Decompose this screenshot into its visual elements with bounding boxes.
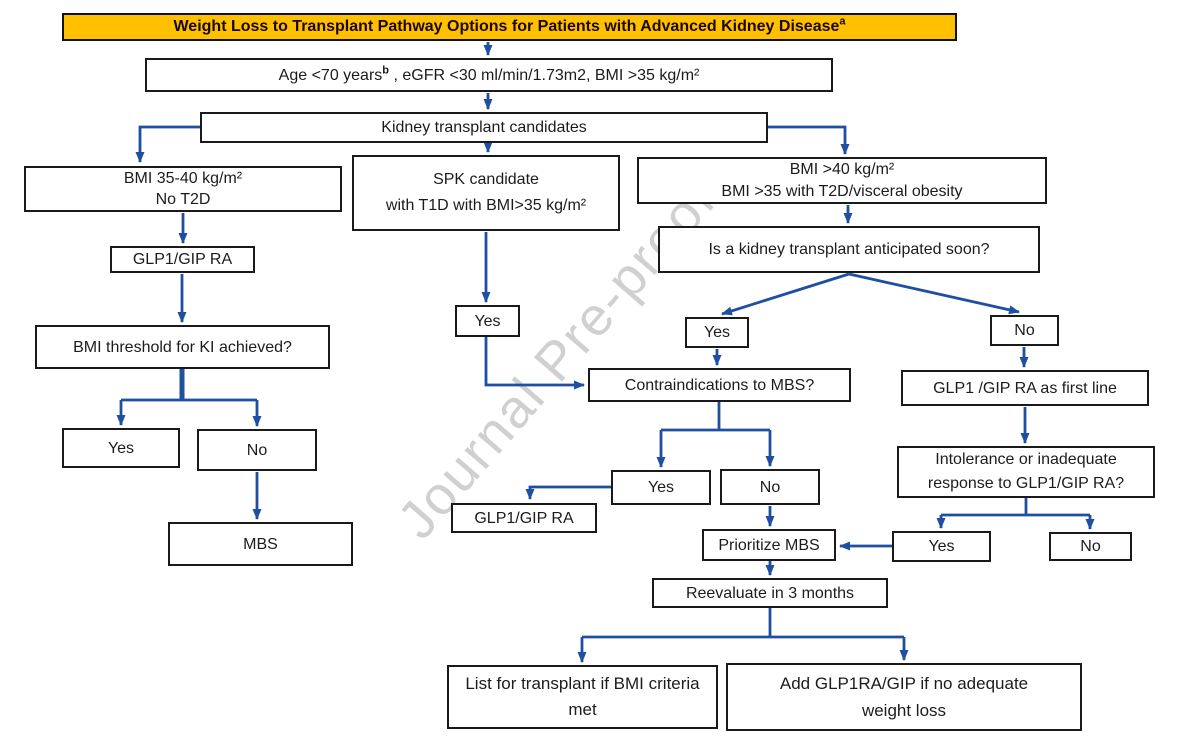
node-yes-contra-label: Yes	[647, 479, 675, 496]
node-transplant-anticipated: Is a kidney transplant anticipated soon?	[658, 226, 1040, 273]
node-mbs: MBS	[168, 522, 353, 566]
node-age-criteria-label: Age <70 yearsb , eGFR <30 ml/min/1.73m2,…	[278, 64, 700, 84]
node-list-transplant-line2: met	[568, 700, 597, 719]
node-glp1-first-line-label: GLP1 /GIP RA as first line	[933, 379, 1117, 397]
node-bmi-threshold: BMI threshold for KI achieved?	[35, 325, 330, 369]
node-reevaluate-label: Reevaluate in 3 months	[685, 584, 855, 602]
arrow-anticipated-no	[848, 272, 1020, 315]
node-transplant-anticipated-label: Is a kidney transplant anticipated soon?	[708, 241, 990, 258]
node-bmi-threshold-label: BMI threshold for KI achieved?	[73, 338, 292, 356]
arrow-candidates-to-bmi40	[768, 125, 850, 155]
node-bmi-35-40-line2: No T2D	[155, 191, 211, 208]
node-bmi-40-line2: BMI >35 with T2D/visceral obesity	[721, 182, 963, 200]
node-age-criteria: Age <70 yearsb , eGFR <30 ml/min/1.73m2,…	[145, 58, 833, 92]
node-spk-line1: SPK candidate	[433, 171, 539, 188]
node-glp1-gip-ra-2: GLP1/GIP RA	[451, 503, 597, 533]
node-bmi-35-40: BMI 35-40 kg/m² No T2D	[24, 166, 342, 212]
node-yes-threshold-label: Yes	[107, 439, 135, 457]
node-glp1-first-line: GLP1 /GIP RA as first line	[901, 370, 1149, 406]
node-prioritize-mbs-label: Prioritize MBS	[718, 536, 820, 554]
node-glp1-gip-ra-left-label: GLP1/GIP RA	[132, 251, 233, 268]
node-yes-intolerance-label: Yes	[928, 538, 955, 555]
arrow-yescontra-to-glp1	[525, 485, 611, 500]
node-bmi-40-line1: BMI >40 kg/m²	[789, 160, 895, 178]
node-yes-threshold: Yes	[62, 428, 180, 468]
arrow-yesspk-to-contra	[484, 337, 585, 390]
node-add-glp1: Add GLP1RA/GIP if no adequate weight los…	[726, 663, 1082, 731]
node-intolerance-line2: response to GLP1/GIP RA?	[927, 475, 1125, 492]
node-add-glp1-line2: weight loss	[861, 701, 947, 720]
node-add-glp1-line1: Add GLP1RA/GIP if no adequate	[779, 674, 1029, 693]
node-bmi-40: BMI >40 kg/m² BMI >35 with T2D/visceral …	[637, 157, 1047, 204]
node-contraindications-label: Contraindications to MBS?	[624, 376, 815, 394]
node-yes-intolerance: Yes	[892, 531, 991, 562]
node-no-intolerance: No	[1049, 532, 1132, 561]
node-no-threshold: No	[197, 429, 317, 471]
node-yes-spk-label: Yes	[474, 312, 501, 330]
node-yes-contra: Yes	[611, 470, 711, 505]
node-spk-line2: with T1D with BMI>35 kg/m²	[385, 197, 587, 214]
node-yes-spk: Yes	[455, 305, 520, 337]
node-prioritize-mbs: Prioritize MBS	[702, 529, 836, 561]
node-no-contra: No	[720, 469, 820, 505]
node-glp1-gip-ra-2-label: GLP1/GIP RA	[474, 509, 574, 527]
figure-title: Weight Loss to Transplant Pathway Option…	[62, 13, 957, 41]
node-yes-anticipated-label: Yes	[703, 324, 731, 341]
node-spk-candidate: SPK candidate with T1D with BMI>35 kg/m²	[352, 155, 620, 231]
node-intolerance: Intolerance or inadequate response to GL…	[897, 446, 1155, 498]
node-no-threshold-label: No	[246, 441, 268, 459]
arrow-candidates-to-bmi3540	[135, 125, 200, 163]
node-contraindications: Contraindications to MBS?	[588, 368, 851, 402]
node-no-anticipated: No	[990, 315, 1059, 346]
node-reevaluate: Reevaluate in 3 months	[652, 578, 888, 608]
node-list-transplant: List for transplant if BMI criteria met	[447, 665, 718, 729]
node-no-intolerance-label: No	[1080, 538, 1101, 555]
node-no-anticipated-label: No	[1014, 322, 1035, 339]
figure-title-text: Weight Loss to Transplant Pathway Option…	[173, 15, 846, 35]
node-kidney-transplant-candidates: Kidney transplant candidates	[200, 112, 768, 143]
node-kidney-transplant-candidates-label: Kidney transplant candidates	[381, 119, 587, 136]
node-bmi-35-40-line1: BMI 35-40 kg/m²	[123, 170, 243, 187]
node-no-contra-label: No	[759, 478, 781, 496]
node-glp1-gip-ra-left: GLP1/GIP RA	[110, 246, 255, 273]
arrow-anticipated-yes	[721, 272, 850, 316]
node-yes-anticipated: Yes	[685, 317, 749, 348]
node-list-transplant-line1: List for transplant if BMI criteria	[465, 674, 700, 693]
node-intolerance-line1: Intolerance or inadequate	[935, 451, 1117, 468]
node-mbs-label: MBS	[243, 535, 278, 553]
